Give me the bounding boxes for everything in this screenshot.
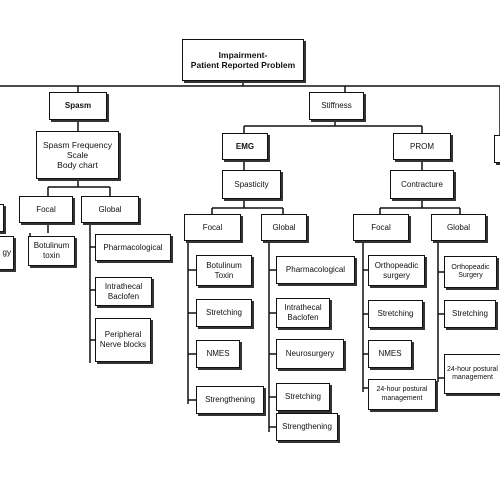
contracture-24h-node: 24-hour postural management <box>368 379 436 410</box>
spasticity-focal-node: Focal <box>184 214 241 241</box>
contracture-global-node: Global <box>431 214 486 241</box>
spasticity-nmes-node: NMES <box>196 340 240 368</box>
spasm-scale-node: Spasm Frequency Scale Body chart <box>36 131 119 179</box>
emg-node: EMG <box>222 133 268 160</box>
spasticity-global-stretching-node: Stretching <box>276 383 330 411</box>
spasm-left-partial-node-2: gy <box>0 236 14 270</box>
prom-node: PROM <box>393 133 451 160</box>
spasticity-strengthening-node: Strengthening <box>196 386 264 414</box>
root-node: Impairment- Patient Reported Problem <box>182 39 304 81</box>
spasticity-baclofen-node: Intrathecal Baclofen <box>276 298 330 328</box>
spasm-node: Spasm <box>49 92 107 120</box>
contracture-global-stretching-node: Stretching <box>444 300 496 328</box>
spasticity-global-strengthening-node: Strengthening <box>276 413 338 441</box>
contracture-node: Contracture <box>390 170 454 199</box>
spasm-nerve-blocks-node: Peripheral Nerve blocks <box>95 318 151 362</box>
contracture-nmes-node: NMES <box>368 340 412 368</box>
contracture-global-ortho-surgery-node: Orthopeadic Surgery <box>444 256 497 288</box>
spasm-pharmacological-node: Pharmacological <box>95 234 171 261</box>
spasticity-global-node: Global <box>261 214 307 241</box>
right-edge-node <box>494 135 500 163</box>
contracture-global-24h-node: 24-hour postural management <box>444 354 500 394</box>
contracture-ortho-surgery-node: Orthopeadic surgery <box>368 255 425 286</box>
stiffness-node: Stiffness <box>309 92 364 120</box>
spasticity-pharmacological-node: Pharmacological <box>276 256 355 284</box>
spasticity-node: Spasticity <box>222 170 281 199</box>
contracture-stretching-node: Stretching <box>368 300 423 328</box>
spasticity-stretching-node: Stretching <box>196 299 252 327</box>
spasm-global-node: Global <box>81 196 139 223</box>
spasticity-neurosurgery-node: Neurosurgery <box>276 339 344 369</box>
spasm-botulinum-node: Botulinum toxin <box>28 236 75 266</box>
spasm-left-partial-node <box>0 204 4 232</box>
contracture-focal-node: Focal <box>353 214 409 241</box>
spasm-focal-node: Focal <box>19 196 73 223</box>
spasm-baclofen-node: Intrathecal Baclofen <box>95 277 152 306</box>
spasticity-botulinum-node: Botulinum Toxin <box>196 255 252 286</box>
